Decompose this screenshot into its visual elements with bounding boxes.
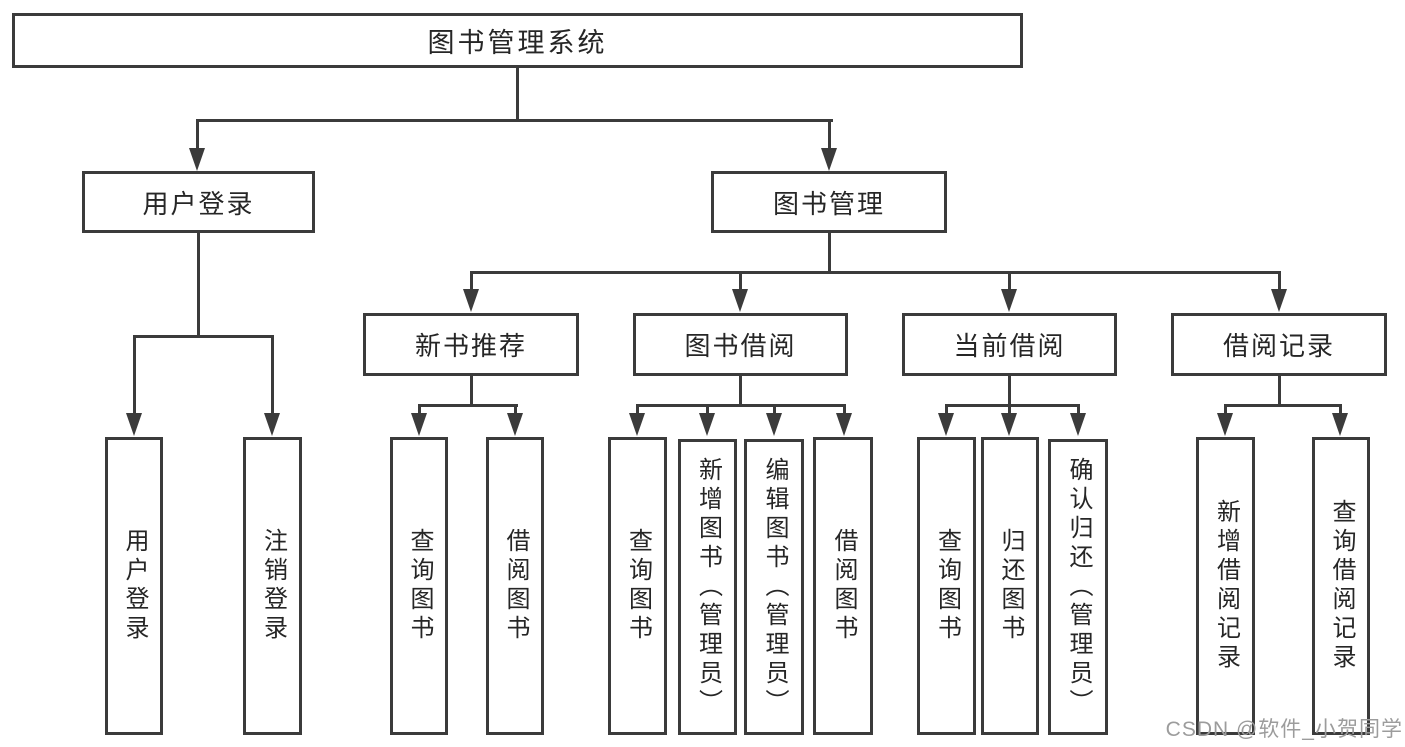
leaf-query-books-recommend: 查询图书 (390, 437, 448, 735)
leaf-logout: 注销登录 (243, 437, 302, 735)
leaf-confirm-return-admin: 确认归还（管理员） (1048, 439, 1108, 735)
connector-line (1224, 404, 1342, 407)
arrowhead-down-icon (1001, 289, 1017, 312)
arrowhead-down-icon (1217, 413, 1233, 436)
node-book-borrowing: 图书借阅 (633, 313, 848, 376)
arrowhead-down-icon (189, 148, 205, 171)
connector-line (1339, 404, 1342, 418)
node-label: 归还图书 (997, 528, 1024, 644)
connector-line (1278, 271, 1281, 291)
leaf-user-login: 用户登录 (105, 437, 163, 735)
arrowhead-down-icon (264, 413, 280, 436)
connector-line (418, 404, 421, 418)
connector-line (1077, 404, 1080, 418)
connector-line (843, 404, 846, 418)
connector-line (196, 119, 199, 152)
leaf-borrow-books-recommend: 借阅图书 (486, 437, 544, 735)
node-borrowing-records: 借阅记录 (1171, 313, 1387, 376)
leaf-query-borrow-record: 查询借阅记录 (1312, 437, 1370, 735)
node-label: 查询图书 (933, 528, 961, 644)
leaf-return-books: 归还图书 (981, 437, 1039, 735)
connector-line (945, 404, 1080, 407)
arrowhead-down-icon (836, 413, 852, 436)
leaf-borrow-books-borrowing: 借阅图书 (813, 437, 873, 735)
watermark-csdn: CSDN @软件_小贺同学 (1165, 718, 1403, 741)
connector-line (133, 335, 136, 415)
node-label: 注销登录 (259, 528, 287, 644)
leaf-query-books-current: 查询图书 (917, 437, 976, 735)
arrowhead-down-icon (1271, 289, 1287, 312)
connector-line (470, 376, 473, 406)
arrowhead-down-icon (732, 289, 748, 312)
connector-line (828, 119, 831, 152)
node-label: 借阅图书 (830, 528, 857, 644)
connector-line (1278, 376, 1281, 406)
node-label: 当前借阅 (953, 331, 1066, 361)
connector-line (739, 376, 742, 406)
connector-line (739, 271, 742, 291)
node-label: 用户登录 (121, 528, 148, 644)
arrowhead-down-icon (1332, 413, 1348, 436)
connector-line (196, 119, 833, 122)
node-label: 借阅记录 (1222, 331, 1335, 361)
arrowhead-down-icon (411, 413, 427, 436)
connector-line (773, 404, 776, 418)
connector-line (514, 404, 517, 418)
connector-line (636, 404, 639, 418)
arrowhead-down-icon (938, 413, 954, 436)
connector-line (418, 404, 518, 407)
connector-line (1008, 376, 1011, 406)
leaf-query-books-borrowing: 查询图书 (608, 437, 667, 735)
connector-line (706, 404, 709, 418)
arrowhead-down-icon (463, 289, 479, 312)
arrowhead-down-icon (699, 413, 715, 436)
node-user-login: 用户登录 (82, 171, 315, 233)
connector-line (828, 233, 831, 273)
node-label: 用户登录 (142, 188, 255, 219)
node-label: 借阅图书 (502, 528, 529, 644)
node-label: 确认归还（管理员） (1065, 456, 1092, 718)
node-label: 图书借阅 (684, 331, 797, 361)
leaf-edit-book-admin: 编辑图书（管理员） (744, 439, 804, 735)
node-label: 查询图书 (624, 528, 652, 644)
arrowhead-down-icon (1070, 413, 1086, 436)
arrowhead-down-icon (126, 413, 142, 436)
connector-line (1008, 404, 1011, 418)
connector-line (945, 404, 948, 418)
leaf-add-borrow-record: 新增借阅记录 (1196, 437, 1255, 735)
node-label: 查询借阅记录 (1328, 499, 1355, 673)
node-new-book-recommendation: 新书推荐 (363, 313, 579, 376)
connector-line (1224, 404, 1227, 418)
node-label: 新书推荐 (414, 331, 527, 361)
arrowhead-down-icon (821, 148, 837, 171)
arrowhead-down-icon (507, 413, 523, 436)
node-label: 查询图书 (406, 528, 433, 644)
arrowhead-down-icon (766, 413, 782, 436)
connector-line (470, 271, 1281, 274)
connector-line (197, 233, 200, 337)
node-current-borrowing: 当前借阅 (902, 313, 1117, 376)
node-label: 编辑图书（管理员） (761, 456, 788, 718)
node-library-management-system: 图书管理系统 (12, 13, 1023, 68)
connector-line (516, 68, 519, 121)
connector-line (470, 271, 473, 291)
arrowhead-down-icon (1001, 413, 1017, 436)
arrowhead-down-icon (629, 413, 645, 436)
connector-line (133, 335, 274, 338)
node-label: 新增借阅记录 (1212, 499, 1240, 673)
node-label: 图书管理 (772, 188, 885, 219)
connector-line (271, 335, 274, 415)
connector-line (636, 404, 846, 407)
node-book-management: 图书管理 (711, 171, 947, 233)
node-label: 图书管理系统 (427, 28, 608, 58)
leaf-add-book-admin: 新增图书（管理员） (678, 439, 737, 735)
connector-line (1008, 271, 1011, 291)
node-label: 新增图书（管理员） (694, 456, 722, 718)
